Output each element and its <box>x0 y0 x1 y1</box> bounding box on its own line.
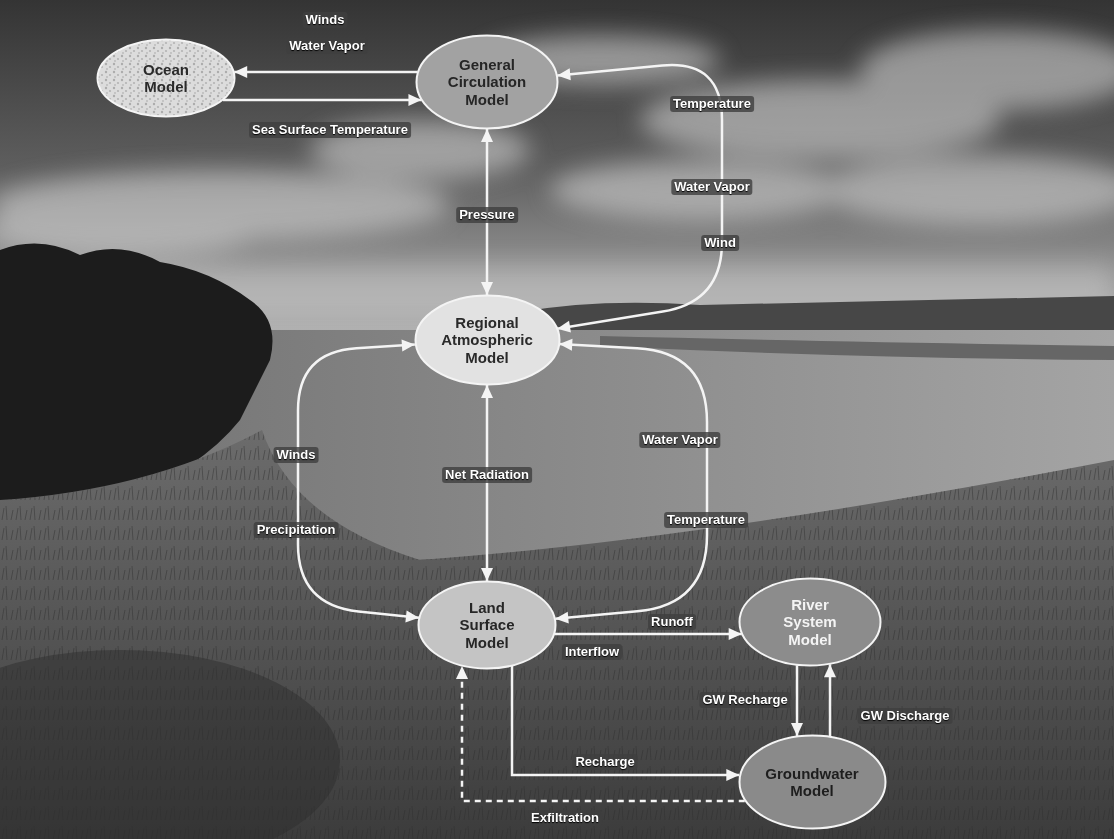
flow-arrow <box>456 666 745 801</box>
flow-label: Winds <box>303 12 348 28</box>
flow-label: Precipitation <box>254 522 339 538</box>
flow-arrow <box>555 339 707 624</box>
flow-arrow <box>512 666 739 781</box>
node-label: Regional Atmospheric Model <box>441 314 533 366</box>
model-ellipse: General Circulation Model <box>415 34 559 130</box>
node-text-group: General Circulation Model <box>448 56 526 108</box>
arrow-head <box>557 321 571 333</box>
flow-line <box>462 666 745 801</box>
flow-label: Water Vapor <box>286 38 367 54</box>
flow-arrow <box>481 385 493 581</box>
arrow-head <box>481 568 493 581</box>
flow-line <box>298 345 419 618</box>
flow-label: Sea Surface Temperature <box>249 122 411 138</box>
arrow-head <box>555 612 568 624</box>
arrow-head <box>791 723 803 736</box>
model-ellipse: Land Surface Model <box>417 580 557 670</box>
flow-line <box>223 99 421 102</box>
flow-label: Wind <box>701 235 739 251</box>
arrow-head <box>405 610 419 622</box>
ellipse-shape <box>739 736 885 829</box>
flow-line <box>234 71 417 74</box>
flow-arrow <box>298 339 419 622</box>
node-label: Groundwater Model <box>765 765 858 800</box>
node-text-group: Groundwater Model <box>765 765 858 800</box>
flow-label: Temperature <box>664 512 748 528</box>
flow-label: Runoff <box>648 614 696 630</box>
model-ellipse: Groundwater Model <box>738 734 887 830</box>
flow-label: Temperature <box>670 96 754 112</box>
flow-label: Net Radiation <box>442 467 532 483</box>
flow-arrow <box>234 66 417 78</box>
ellipse-shape <box>740 579 881 666</box>
arrow-head <box>481 385 493 398</box>
flow-line <box>512 666 739 775</box>
flow-label: Water Vapor <box>671 179 752 195</box>
flow-arrow <box>824 664 836 736</box>
model-ellipse: Ocean Model <box>96 38 236 118</box>
flow-label: Winds <box>274 447 319 463</box>
model-ellipse: River System Model <box>738 577 882 667</box>
flow-label: GW Discharge <box>858 708 953 724</box>
flow-line <box>555 344 707 619</box>
node-text-group: Ocean Model <box>143 61 189 96</box>
arrow-head <box>402 339 415 351</box>
arrow-head <box>481 129 493 142</box>
node-text-group: River System Model <box>783 596 836 648</box>
arrow-head <box>234 66 247 78</box>
flow-label: Interflow <box>562 644 622 660</box>
flow-label: Recharge <box>572 754 637 770</box>
arrow-head <box>726 769 739 781</box>
flow-label: GW Recharge <box>699 692 790 708</box>
arrow-head <box>824 664 836 677</box>
model-ellipse: Regional Atmospheric Model <box>414 294 561 386</box>
flow-arrow <box>791 665 803 736</box>
node-label: Land Surface Model <box>459 599 514 651</box>
arrow-head <box>456 666 468 679</box>
ellipse-shape <box>417 36 558 129</box>
ellipse-shape <box>98 40 235 117</box>
node-text-group: Land Surface Model <box>459 599 514 651</box>
flow-arrow <box>555 628 742 640</box>
arrow-head <box>557 68 571 80</box>
arrow-head <box>559 339 572 351</box>
ellipse-shape <box>415 296 559 385</box>
arrow-head <box>481 282 493 295</box>
flow-label: Water Vapor <box>639 432 720 448</box>
node-label: General Circulation Model <box>448 56 526 108</box>
node-label: Ocean Model <box>143 61 189 96</box>
flow-line <box>486 385 489 581</box>
flow-line <box>555 633 742 636</box>
ellipse-shape <box>419 582 556 669</box>
flow-label: Exfiltration <box>528 810 602 826</box>
flow-label: Pressure <box>456 207 518 223</box>
flow-arrow <box>223 94 421 106</box>
node-label: River System Model <box>783 596 836 648</box>
node-text-group: Regional Atmospheric Model <box>441 314 533 366</box>
